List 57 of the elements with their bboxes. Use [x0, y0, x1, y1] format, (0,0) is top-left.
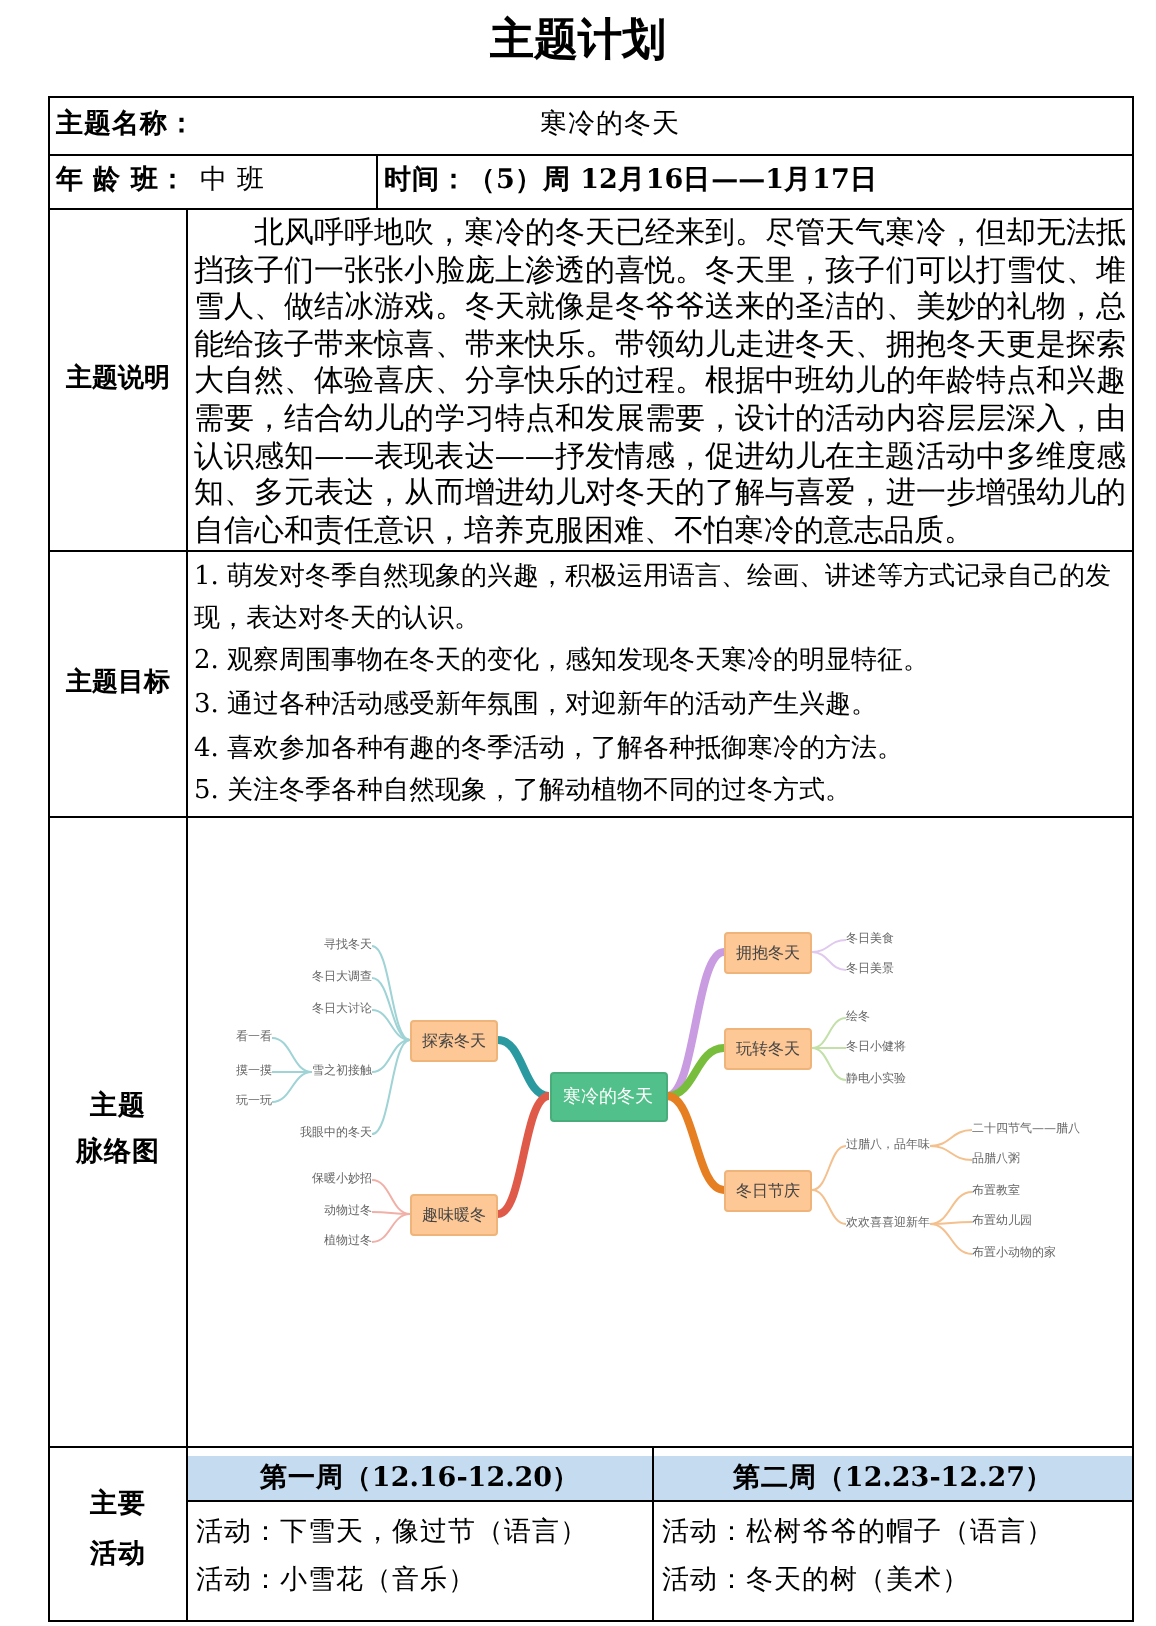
activity-item: 活动：小雪花（音乐） [196, 1562, 478, 1600]
activity-item: 活动：松树爷爷的帽子（语言） [662, 1514, 1056, 1552]
goal-item: 4. 喜欢参加各种有趣的冬季活动，了解各种抵御寒冷的方法。 [194, 732, 906, 768]
week-header: 第二周（12.23-12.27） [654, 1456, 1132, 1500]
branch-topic: 趣味暖冬 [410, 1193, 498, 1235]
section-label: 活动 [88, 1536, 148, 1574]
branch-line [665, 1092, 726, 1194]
branch-topic: 冬日节庆 [724, 1169, 812, 1211]
connector-line [371, 1039, 411, 1073]
branch-line [497, 1036, 550, 1100]
connector-line [929, 1221, 973, 1225]
goal-item: 2. 观察周围事物在冬天的变化，感知发现冬天寒冷的明显特征。 [194, 644, 932, 680]
branch-line [666, 1044, 725, 1100]
connector-line [371, 1213, 411, 1243]
goal-item: 5. 关注冬季各种自然现象，了解动植物不同的过冬方式。 [194, 774, 854, 810]
connector-line [811, 1145, 847, 1191]
connector-line [929, 1145, 973, 1161]
connector-line [811, 1047, 847, 1081]
connector-line [811, 1047, 847, 1049]
field-value: 寒冷的冬天 [538, 106, 682, 144]
goal-item: 1. 萌发对冬季自然现象的兴趣，积极运用语言、绘画、讲述等方式记录自己的发现，表达对冬天的认识。 [194, 560, 1114, 638]
field-value: 中 班 [200, 162, 267, 200]
connector-line [811, 939, 847, 953]
section-label: 主题说明 [64, 361, 172, 398]
goal-item: 3. 通过各种活动感受新年氛围，对迎新年的活动产生兴趣。 [194, 688, 880, 724]
connector-line [811, 951, 847, 971]
field-label: 主题名称： [56, 106, 198, 144]
connector-line [929, 1129, 973, 1147]
connector-line [371, 945, 411, 1041]
connector-line [371, 1009, 411, 1041]
activity-item: 活动：下雪天，像过节（语言） [196, 1514, 590, 1552]
connector-line [371, 977, 411, 1041]
branch-topic: 探索冬天 [410, 1019, 498, 1061]
branch-topic: 拥抱冬天 [724, 931, 812, 973]
connector-line [371, 1039, 411, 1135]
description-paragraph: 北风呼呼地吹，寒冷的冬天已经来到。尽管天气寒冷，但却无法抵挡孩子们一张张小脸庞上渗透的喜悦。冬天里，孩子们可以打雪仗、堆雪人、做结冰游戏。冬天就像是冬爷爷送来的圣洁的、美妙的礼物，总能给孩子带来惊喜、带来快乐。带领幼儿走进冬天、拥抱冬天更是探索大自然、体验喜庆、分享快乐的过程。根据中班幼儿的年龄特点和兴趣需要，结合幼儿的学习特点和发展需要，设计的活动内容层层深入，由认识感知——表现表达——抒发情感，促进幼儿在主题活动中多维度感知、多元表达，从而增进幼儿对冬天的了解与喜爱，进一步增强幼儿的自信心和责任意识，培养克服困难、不怕寒冷的意志品质。 [194, 214, 1126, 549]
section-label: 主题 [88, 1088, 148, 1126]
section-label: 脉络图 [73, 1134, 162, 1172]
connector-line [811, 1017, 847, 1049]
section-label: 主题目标 [64, 665, 172, 702]
connector-line [371, 1211, 411, 1215]
central-topic: 寒冷的冬天 [549, 1071, 667, 1121]
page-title: 主题计划 [490, 14, 666, 66]
connector-line [929, 1191, 973, 1225]
field-label: 年 龄 班： [56, 162, 189, 200]
field-value: 时间：（5）周 12月16日——1月17日 [384, 162, 880, 200]
week-header: 第一周（12.16-12.20） [188, 1456, 652, 1500]
activity-item: 活动：冬天的树（美术） [662, 1562, 972, 1600]
branch-topic: 玩转冬天 [724, 1027, 812, 1069]
connector-line [811, 1189, 847, 1225]
connector-line [929, 1223, 973, 1255]
connector-line [271, 1071, 313, 1073]
branch-line [496, 1092, 551, 1218]
connector-line [371, 1179, 411, 1215]
section-label: 主要 [88, 1486, 148, 1524]
connector-line [271, 1071, 313, 1103]
connector-line [271, 1037, 313, 1073]
